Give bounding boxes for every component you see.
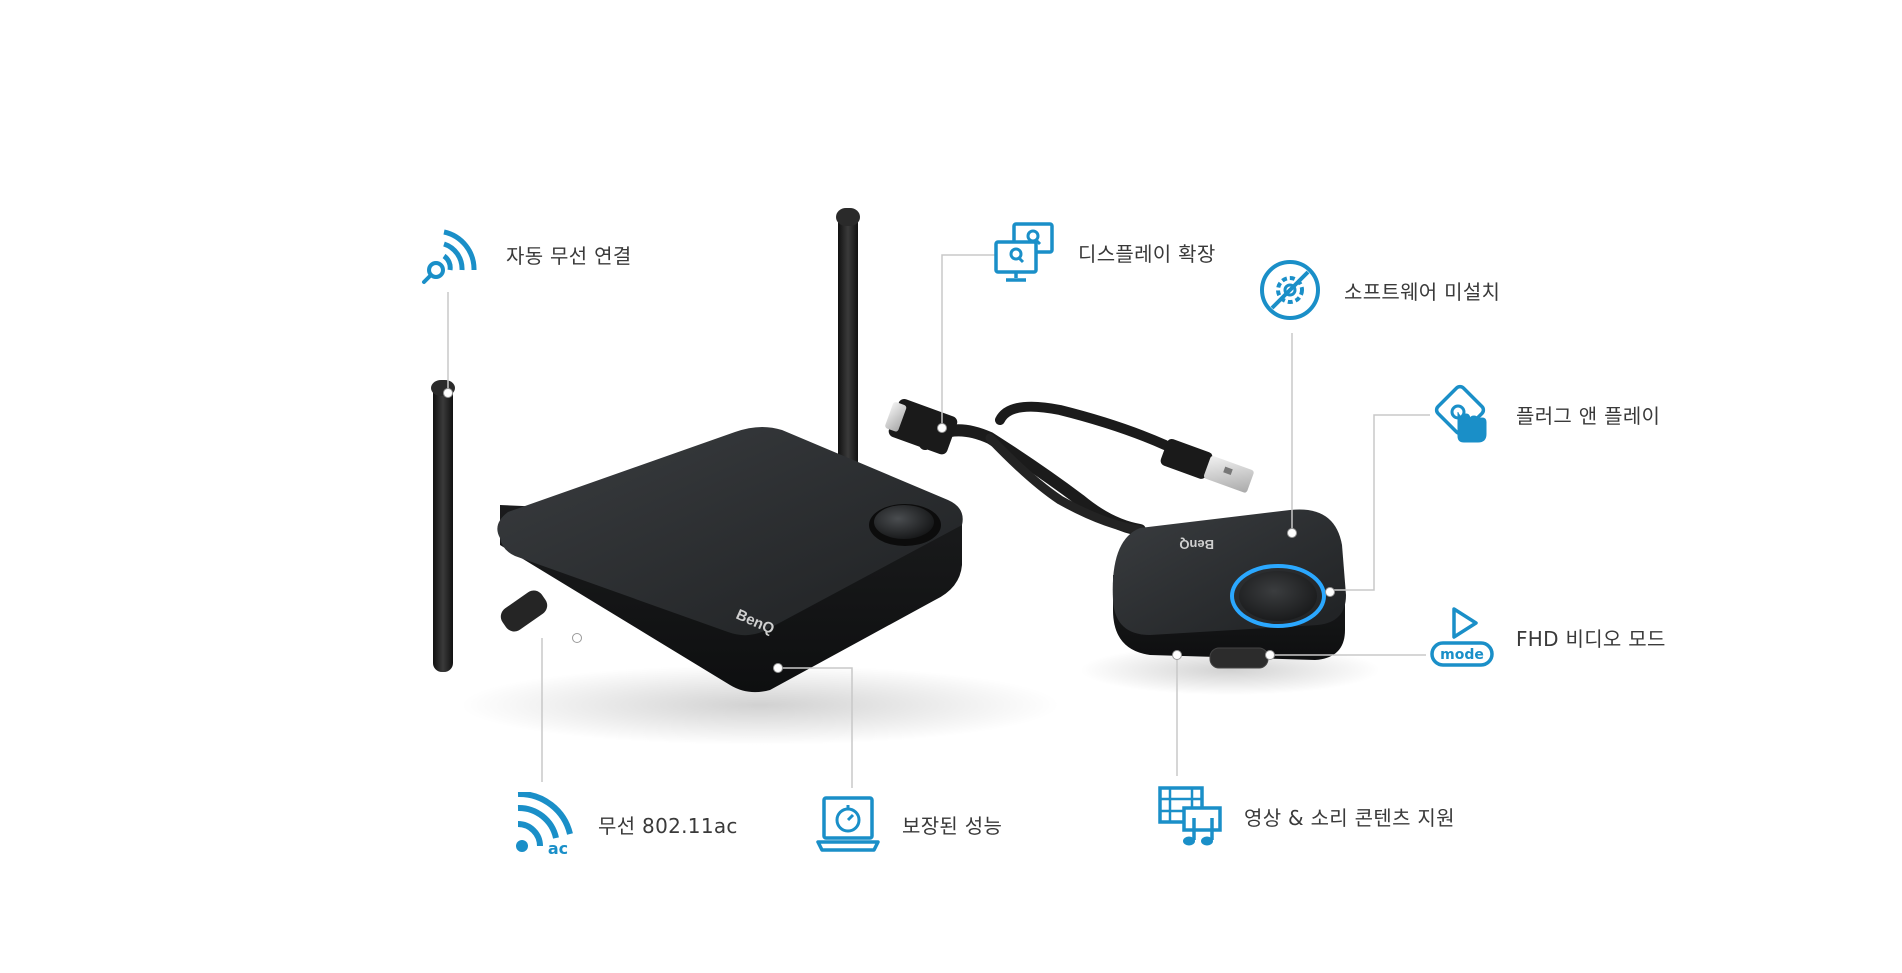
play-mode-icon: mode [1430, 607, 1494, 667]
mode-badge-text: mode [1440, 647, 1484, 663]
feature-plug-play: 플러그 앤 플레이 [1430, 382, 1660, 446]
feature-wireless-ac: ac 무선 802.11ac [512, 792, 738, 856]
back-antenna [838, 212, 858, 472]
wireless-button-transmitter: BenQ [885, 398, 1346, 669]
feature-label: FHD 비디오 모드 [1516, 626, 1666, 651]
laptop-stopwatch-icon [816, 796, 880, 852]
dual-monitor-icon [994, 222, 1054, 282]
usb-plug [1160, 438, 1213, 479]
feature-label: 디스플레이 확장 [1078, 241, 1216, 266]
feature-display-extend: 디스플레이 확장 [992, 220, 1216, 284]
feature-performance: 보장된 성능 [816, 792, 1002, 856]
feature-label: 보장된 성능 [902, 813, 1003, 838]
leader-lines [447, 254, 1430, 788]
video-music-icon [1158, 786, 1222, 846]
no-software-icon [1260, 260, 1320, 320]
feature-av-content: 영상 & 소리 콘텐츠 지원 [1158, 784, 1455, 848]
touch-hand-icon [1434, 384, 1487, 443]
leader-dots [443, 388, 1335, 673]
feature-label: 무선 802.11ac [598, 813, 738, 838]
feature-fhd-video: mode FHD 비디오 모드 [1430, 605, 1666, 669]
feature-label: 자동 무선 연결 [506, 243, 632, 268]
feature-label: 플러그 앤 플레이 [1516, 403, 1661, 428]
feature-label: 소프트웨어 미설치 [1344, 279, 1501, 304]
feature-label: 영상 & 소리 콘텐츠 지원 [1244, 805, 1455, 830]
button-press [1239, 571, 1317, 621]
base-top [497, 426, 963, 636]
feature-auto-wireless: 자동 무선 연결 [420, 222, 632, 286]
base-shadow [460, 665, 1060, 745]
hdmi-plug [888, 398, 958, 455]
wifi-search-icon [422, 229, 477, 284]
button-glow-ring [1230, 564, 1326, 628]
base-power-knob [874, 505, 934, 539]
feature-no-software: 소프트웨어 미설치 [1258, 258, 1500, 322]
mode-switch [1209, 647, 1269, 669]
button-brand-logo: BenQ [1179, 537, 1214, 552]
ac-badge-text: ac [548, 839, 568, 856]
side-antenna [433, 382, 453, 672]
wifi-ac-icon: ac [516, 792, 573, 856]
usb-cable [995, 401, 1170, 450]
base-station: BenQ [431, 208, 963, 693]
